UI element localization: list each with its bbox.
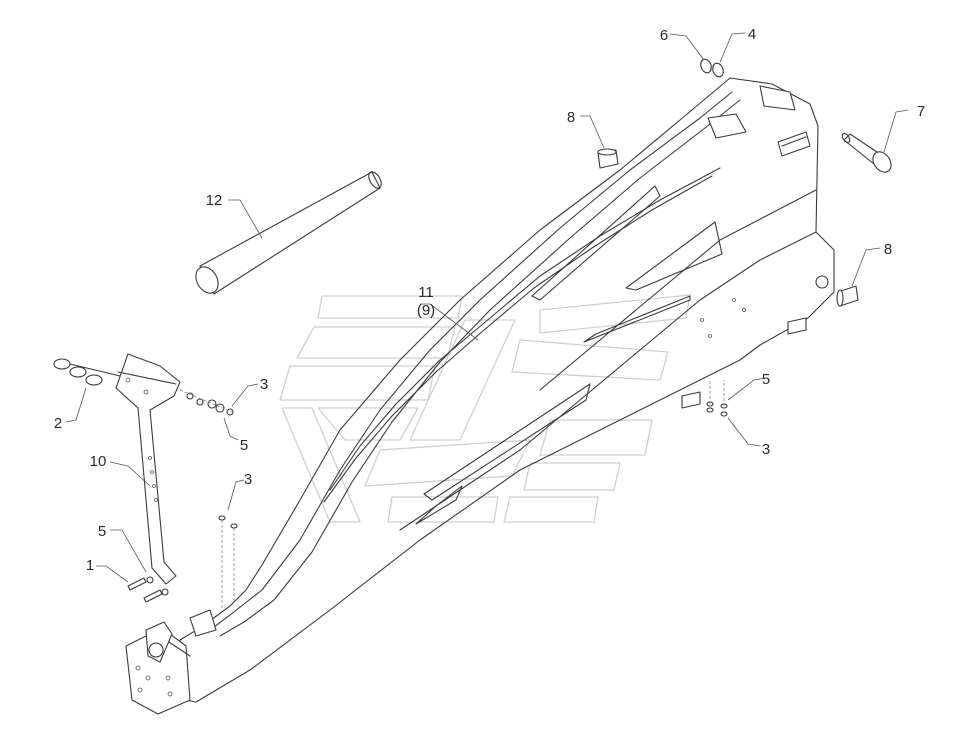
mounting-plate <box>125 609 217 715</box>
tube-item-12 <box>195 171 382 295</box>
fasteners-upper <box>179 389 234 416</box>
bushing-item-8-lower <box>836 285 859 307</box>
callout-7: 7 <box>917 103 925 120</box>
callout-10: 10 <box>90 453 107 470</box>
callout-11: 11 <box>418 284 434 301</box>
callout-8-upper: 8 <box>567 109 575 126</box>
callout-6: 6 <box>660 27 668 44</box>
callout-3-middle: 3 <box>244 471 252 488</box>
bracket-item-10 <box>115 353 181 585</box>
hose-loops-item-2 <box>53 358 121 386</box>
boom-frame <box>179 77 835 703</box>
callout-5-lower-left: 5 <box>98 523 106 540</box>
callout-3-upper: 3 <box>260 376 268 393</box>
pin-item-7 <box>841 133 892 173</box>
callout-5-right: 5 <box>762 371 770 388</box>
callout-4: 4 <box>748 26 756 43</box>
callout-labels: 6 4 8 7 8 12 11 (9) 2 3 5 10 3 5 1 5 3 <box>54 26 925 574</box>
callout-9: (9) <box>417 302 435 319</box>
callout-5-upper: 5 <box>240 437 248 454</box>
bushing-item-8-upper <box>597 148 619 169</box>
callout-3-right: 3 <box>762 441 770 458</box>
rings-items-4-6 <box>700 58 724 78</box>
callout-1: 1 <box>86 557 94 574</box>
callout-8-lower: 8 <box>884 241 892 258</box>
callout-12: 12 <box>206 192 223 209</box>
leader-lines <box>65 32 909 583</box>
bolts-item-1 <box>127 576 169 603</box>
callout-2: 2 <box>54 415 62 432</box>
fasteners-lower <box>218 380 728 610</box>
